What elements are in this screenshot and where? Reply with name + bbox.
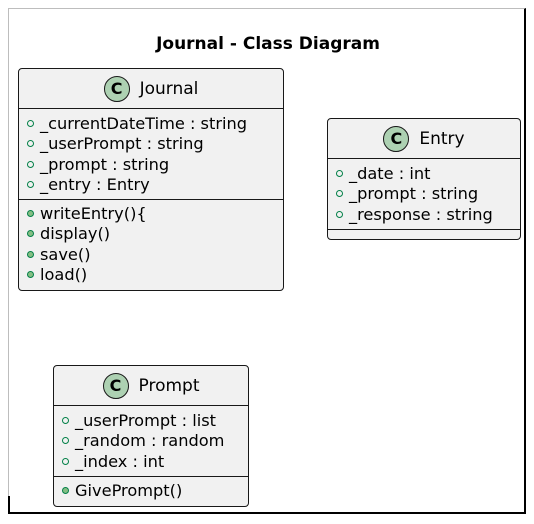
private-visibility-icon — [27, 160, 34, 168]
attribute-text: _entry : Entry — [40, 175, 150, 195]
class-prompt-attributes: _userPrompt : list _random : random _ind… — [62, 410, 246, 472]
method-item: display() — [27, 224, 281, 245]
attribute-text: _response : string — [349, 204, 493, 224]
public-visibility-icon — [27, 209, 34, 217]
method-item: GivePrompt() — [62, 480, 246, 501]
attribute-item: _userPrompt : string — [27, 134, 281, 155]
class-journal-methods-divider — [19, 199, 283, 200]
public-visibility-icon — [27, 271, 34, 279]
attribute-text: _date : int — [349, 163, 431, 183]
public-visibility-icon — [27, 230, 34, 238]
class-stereotype-icon: C — [383, 126, 410, 152]
class-prompt-methods-divider — [54, 476, 248, 477]
class-prompt-methods: GivePrompt() — [62, 480, 246, 501]
class-journal-methods: writeEntry(){ display() save() load() — [27, 203, 281, 285]
attribute-text: _index : int — [75, 451, 165, 471]
private-visibility-icon — [336, 210, 343, 218]
class-entry-header: C Entry — [328, 119, 520, 159]
class-prompt-header-divider — [54, 405, 248, 406]
class-prompt-header: C Prompt — [54, 366, 248, 406]
public-visibility-icon — [27, 250, 34, 258]
class-stereotype-icon: C — [103, 76, 130, 102]
attribute-item: _index : int — [62, 451, 246, 472]
attribute-text: _random : random — [75, 431, 225, 451]
attribute-text: _prompt : string — [40, 154, 170, 174]
attribute-item: _currentDateTime : string — [27, 113, 281, 134]
class-journal: C Journal _currentDateTime : string _use… — [18, 68, 284, 291]
class-journal-header: C Journal — [19, 69, 283, 109]
attribute-item: _random : random — [62, 431, 246, 452]
method-text: load() — [40, 265, 88, 285]
attribute-item: _prompt : string — [27, 154, 281, 175]
class-prompt: C Prompt _userPrompt : list _random : ra… — [53, 365, 249, 507]
class-entry-name: Entry — [419, 129, 465, 149]
class-prompt-name: Prompt — [138, 376, 200, 396]
class-journal-name: Journal — [139, 79, 199, 99]
attribute-item: _userPrompt : list — [62, 410, 246, 431]
method-item: save() — [27, 244, 281, 265]
private-visibility-icon — [62, 457, 69, 465]
attribute-text: _prompt : string — [349, 184, 479, 204]
method-text: save() — [40, 244, 91, 264]
private-visibility-icon — [27, 181, 34, 189]
private-visibility-icon — [27, 140, 34, 148]
method-text: writeEntry(){ — [40, 203, 147, 223]
private-visibility-icon — [336, 169, 343, 177]
method-text: GivePrompt() — [75, 480, 183, 500]
method-text: display() — [40, 224, 111, 244]
class-entry-attributes: _date : int _prompt : string _response :… — [336, 163, 518, 225]
private-visibility-icon — [336, 190, 343, 198]
class-entry-header-divider — [328, 158, 520, 159]
attribute-item: _response : string — [336, 204, 518, 225]
attribute-item: _prompt : string — [336, 184, 518, 205]
class-entry: C Entry _date : int _prompt : string _re… — [327, 118, 521, 240]
public-visibility-icon — [62, 486, 69, 494]
attribute-item: _date : int — [336, 163, 518, 184]
attribute-item: _entry : Entry — [27, 175, 281, 196]
private-visibility-icon — [62, 437, 69, 445]
method-item: load() — [27, 265, 281, 286]
private-visibility-icon — [27, 119, 34, 127]
attribute-text: _userPrompt : string — [40, 134, 204, 154]
method-item: writeEntry(){ — [27, 203, 281, 224]
class-journal-attributes: _currentDateTime : string _userPrompt : … — [27, 113, 281, 195]
diagram-title: Journal - Class Diagram — [156, 34, 380, 54]
class-entry-methods-divider — [328, 229, 520, 230]
class-journal-header-divider — [19, 108, 283, 109]
attribute-text: _userPrompt : list — [75, 410, 216, 430]
frame-corner-mark — [8, 496, 10, 514]
private-visibility-icon — [62, 416, 69, 424]
class-stereotype-icon: C — [102, 373, 129, 399]
attribute-text: _currentDateTime : string — [40, 113, 248, 133]
